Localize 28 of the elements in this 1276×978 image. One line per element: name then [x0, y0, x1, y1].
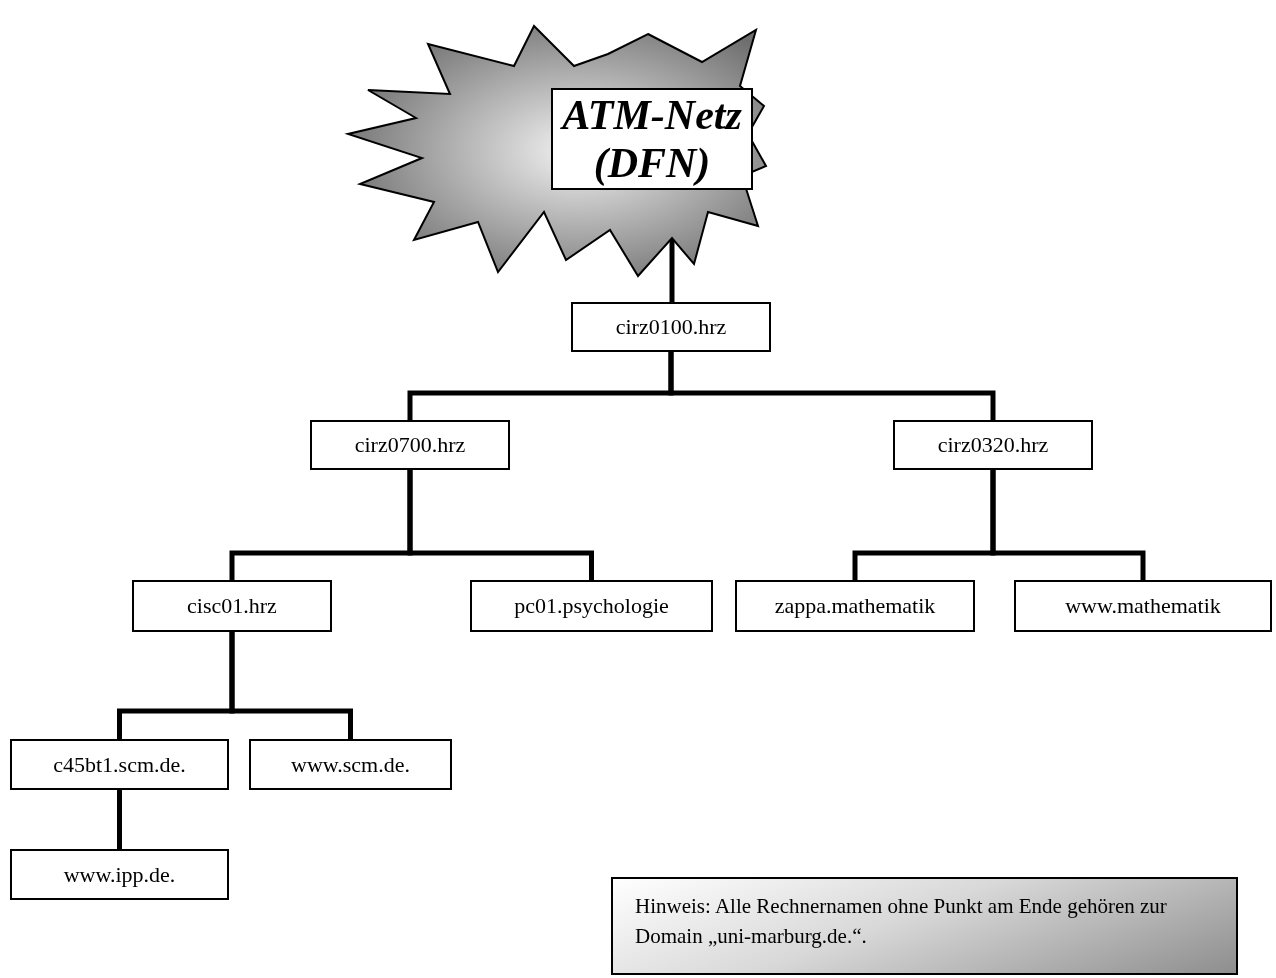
- host-box: [1014, 580, 1272, 632]
- connector-line: [990, 470, 1146, 580]
- node-label: www.scm.de.: [291, 751, 410, 778]
- node-label: zappa.mathematik: [774, 593, 936, 619]
- node-label: ATM-Netz (DFN): [561, 90, 743, 188]
- connector-line: [117, 790, 122, 849]
- host-box: [310, 420, 510, 470]
- node-label: Hinweis: Alle Rechnernamen ohne Punkt am Ende gehören zur Domain „uni-marburg.de.“.: [635, 893, 1168, 951]
- node-label: www.ipp.de.: [63, 861, 176, 888]
- node-label: pc01.psychologie: [514, 593, 669, 619]
- host-box: [10, 739, 229, 790]
- node-label: cirz0100.hrz: [615, 314, 727, 340]
- host-box: [470, 580, 713, 632]
- connector-line: [668, 352, 996, 420]
- node-label: c45bt1.scm.de.: [53, 751, 186, 778]
- node-label: cirz0700.hrz: [354, 432, 466, 458]
- node-label: cirz0320.hrz: [937, 432, 1049, 458]
- host-box: [735, 580, 975, 632]
- host-box: [571, 302, 771, 352]
- connector-line: [229, 632, 353, 739]
- note-box: [611, 877, 1238, 975]
- host-box: [10, 849, 229, 900]
- host-box: [893, 420, 1093, 470]
- connector-line: [407, 470, 594, 580]
- host-box: [249, 739, 452, 790]
- node-label: www.mathematik: [1065, 593, 1221, 619]
- host-box: [132, 580, 332, 632]
- node-label: cisc01.hrz: [187, 593, 277, 619]
